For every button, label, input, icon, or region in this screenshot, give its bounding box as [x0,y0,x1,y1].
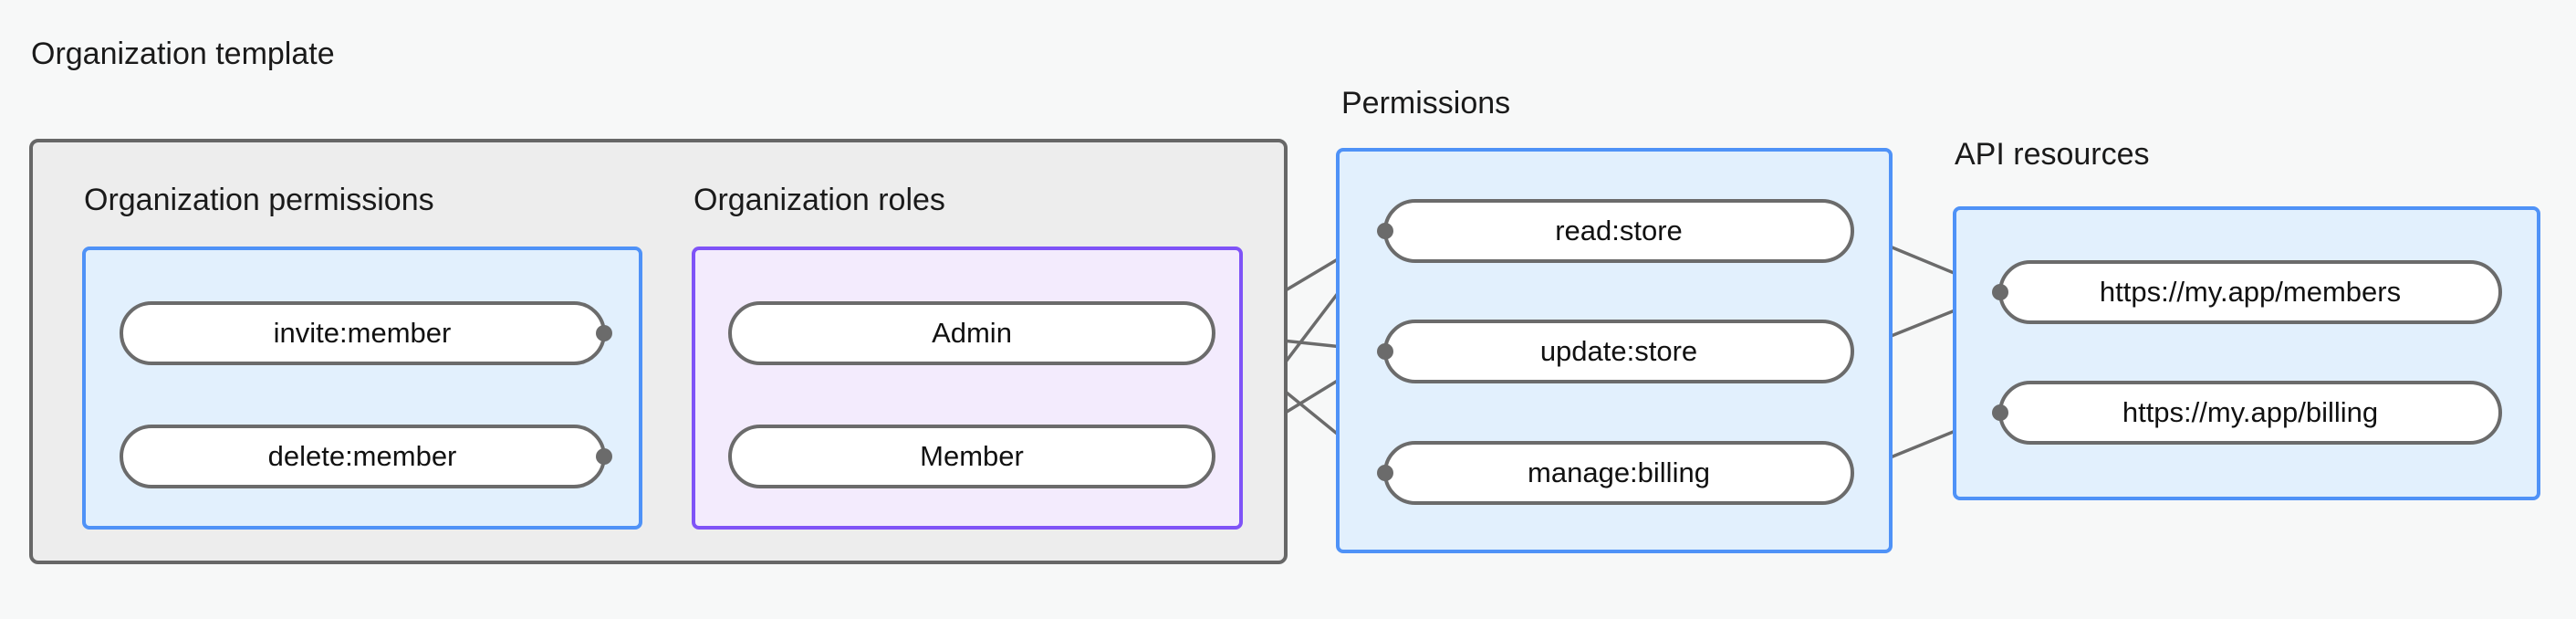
node-invite-member[interactable]: invite:member [120,301,612,365]
node-manage-billing[interactable]: manage:billing [1377,441,1854,505]
api-resources-box [1953,206,2540,500]
port-update-store-left [1377,343,1393,360]
port-invite-member-right [596,325,612,341]
node-admin[interactable]: Admin [728,301,1215,365]
node-manage-billing-label: manage:billing [1528,456,1710,488]
node-read-store[interactable]: read:store [1377,199,1854,263]
node-admin-shape [728,301,1215,365]
organization-permissions-title: Organization permissions [84,183,434,217]
port-delete-member-right [596,448,612,465]
port-manage-billing-left [1377,465,1393,481]
organization-template-title: Organization template [31,37,335,71]
node-member[interactable]: Member [728,425,1215,488]
node-my-app-members[interactable]: https://my.app/members [1992,260,2502,324]
node-my-app-members-label: https://my.app/members [2100,276,2401,308]
permissions-title: Permissions [1341,86,1510,121]
node-member-label: Member [920,440,1024,472]
organization-roles-title: Organization roles [694,183,945,217]
port-read-store-left [1377,223,1393,239]
node-update-store[interactable]: update:store [1377,320,1854,383]
node-invite-member-label: invite:member [274,317,452,349]
port-my-app-members-left [1992,284,2008,300]
node-delete-member[interactable]: delete:member [120,425,612,488]
node-update-store-label: update:store [1540,335,1697,367]
node-delete-member-label: delete:member [268,440,457,472]
node-member-shape [728,425,1215,488]
node-my-app-billing[interactable]: https://my.app/billing [1992,381,2502,445]
port-my-app-billing-left [1992,404,2008,421]
node-read-store-label: read:store [1555,215,1683,247]
node-admin-label: Admin [932,317,1012,349]
api-resources-title: API resources [1955,137,2150,172]
node-my-app-billing-label: https://my.app/billing [2122,396,2378,428]
